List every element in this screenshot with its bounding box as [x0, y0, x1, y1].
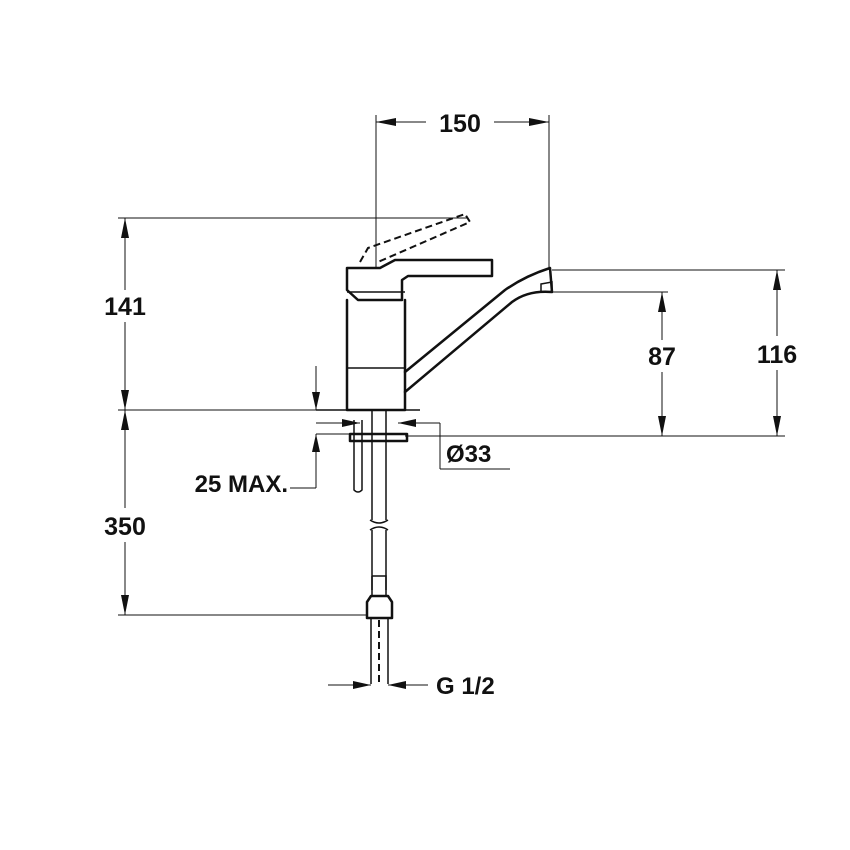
arrowhead — [388, 681, 406, 689]
hose-nut — [365, 594, 394, 620]
label-total-height: 141 — [104, 293, 146, 321]
hose-ferrule — [371, 575, 387, 596]
arrowhead — [376, 118, 396, 126]
arrowhead — [658, 292, 666, 312]
arrowhead — [342, 419, 360, 427]
arrowhead — [658, 416, 666, 436]
supply-hose-lower — [371, 530, 387, 590]
label-connection-thread: G 1/2 — [436, 673, 495, 700]
fixing-rod — [353, 420, 363, 493]
arrowhead — [353, 681, 371, 689]
faucet-body — [345, 298, 407, 412]
label-spout-reach: 150 — [439, 110, 481, 138]
thread-stub — [370, 618, 389, 684]
arrowhead — [121, 390, 129, 410]
dim-spout-height: 87 — [405, 291, 785, 437]
hose-break-lower — [369, 526, 389, 531]
arrowhead — [121, 595, 129, 615]
dim-outlet-height: 116 — [552, 269, 797, 436]
arrowhead — [121, 410, 129, 430]
hose-break-upper — [369, 519, 389, 524]
dim-max-deck-thickness: 25 MAX. — [195, 366, 352, 498]
supply-hose-upper — [371, 410, 387, 520]
dim-spout-reach: 150 — [375, 110, 550, 268]
dim-hose-length: 350 — [104, 410, 368, 616]
label-hose-length: 350 — [104, 513, 146, 541]
arrowhead — [773, 270, 781, 290]
label-outlet-height: 116 — [757, 341, 797, 369]
dim-hole-diameter: Ø33 — [316, 419, 510, 470]
arrowhead — [312, 392, 320, 410]
base-flange — [348, 432, 409, 443]
dim-connection-thread: G 1/2 — [328, 673, 495, 700]
arrowhead — [121, 218, 129, 238]
arrowhead — [398, 419, 416, 427]
label-hole-diameter: Ø33 — [446, 441, 491, 468]
arrowhead — [773, 416, 781, 436]
dim-total-height: 141 — [104, 217, 468, 411]
label-max-deck-thickness: 25 MAX. — [195, 471, 288, 498]
arrowhead — [529, 118, 549, 126]
faucet-outline — [316, 212, 554, 684]
arrowhead — [312, 434, 320, 452]
label-spout-height: 87 — [648, 343, 676, 371]
faucet-lever — [345, 258, 494, 302]
faucet-spout — [403, 266, 554, 394]
